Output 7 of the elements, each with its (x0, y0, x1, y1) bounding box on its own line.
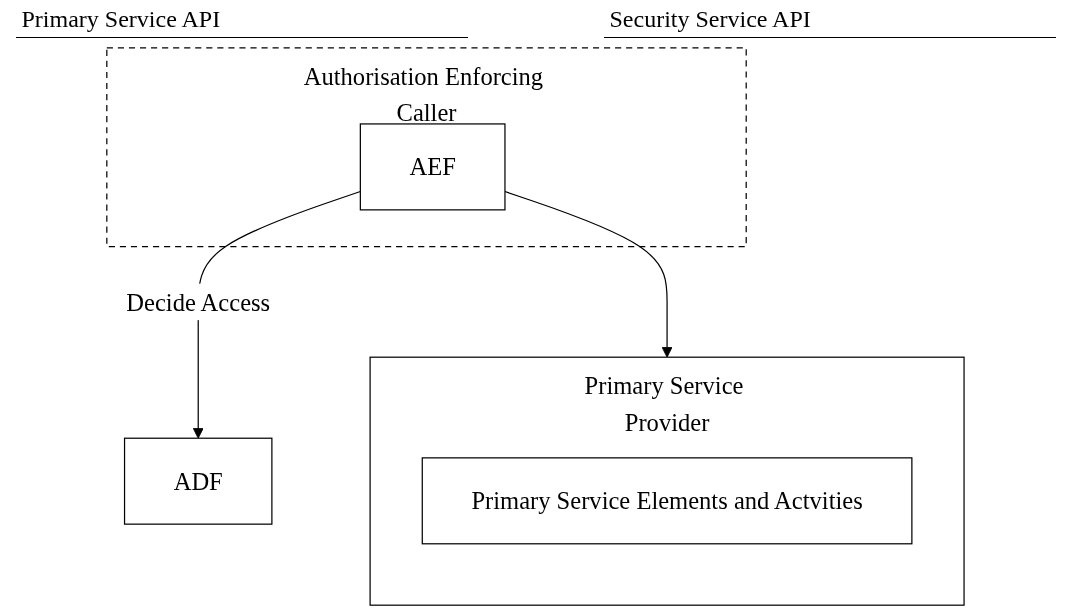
edge-label: Decide Access (126, 288, 271, 316)
node-box: AEF (359, 123, 506, 211)
interface-label: Security Service API (603, 6, 1056, 38)
interface-label: Primary Service API (15, 6, 468, 38)
arrow (192, 190, 361, 439)
node-box: Primary Service Elements and Actvities (421, 457, 913, 545)
node-box: ADF (124, 437, 273, 525)
